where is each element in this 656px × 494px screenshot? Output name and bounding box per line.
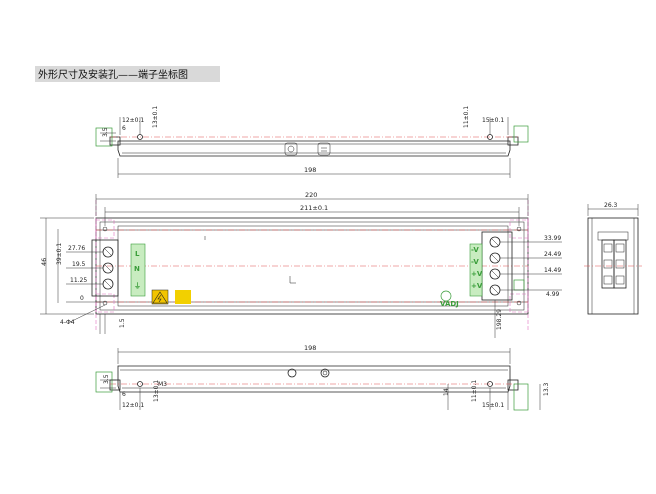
top-dim-hole-small: 6 [122, 125, 126, 132]
front-view: L N ⏚ -V -V +V +V VADJ [40, 191, 562, 338]
top-dim-hole-pitch-right: 15±0.1 [482, 117, 504, 124]
bottom-dim-flange: 3.5 [103, 374, 110, 384]
warning-triangle-icon [152, 291, 168, 304]
bottom-dim-hole-offset-right: 11±0.1 [471, 380, 478, 402]
front-dim-overall-length: 220 [305, 191, 317, 199]
side-view: 26.3 [584, 202, 642, 315]
front-dim-inner-length: 211±0.1 [300, 204, 328, 212]
drawing-title: 外形尺寸及安装孔——端子坐标图 [38, 68, 188, 81]
left-terminal-y-2: 19.5 [72, 261, 86, 268]
left-terminal-label-l: L [135, 250, 140, 258]
vadj-label: VADJ [440, 300, 459, 308]
left-terminal-label-ground: ⏚ [134, 282, 141, 290]
right-terminal-y-2: 24.49 [544, 251, 561, 258]
vadj-potentiometer-icon [440, 290, 452, 302]
front-dim-edge: 1.5 [119, 318, 126, 328]
connector-icon [513, 279, 525, 291]
right-terminal-y-1: 33.99 [544, 235, 561, 242]
front-dim-holes: 4-Φ4 [60, 319, 75, 326]
left-terminal-y-4: 0 [80, 295, 84, 302]
bottom-dim-height-13-3: 13.3 [543, 382, 550, 396]
bottom-dim-hole-pitch-left: 13±0.1 [153, 380, 160, 402]
top-dim-hole-pitch-left: 13±0.1 [152, 106, 159, 128]
warning-label [151, 289, 169, 305]
bottom-dim-screw: M3 [158, 381, 167, 388]
title-background [35, 66, 220, 82]
bottom-dim-overall: 198 [304, 344, 316, 352]
right-terminal-y-3: 14.49 [544, 267, 561, 274]
top-view: 198 3.5 6 12±0.1 13±0.1 15±0.1 11±0.1 [95, 106, 529, 178]
right-terminal-label-4: +V [471, 282, 483, 290]
bottom-dim-height-14: 14 [443, 388, 450, 396]
bottom-dim-hole-offset-left: 12±0.1 [122, 402, 144, 409]
top-dim-hole-offset-left: 12±0.1 [122, 117, 144, 124]
left-terminal-y-1: 27.76 [68, 245, 85, 252]
right-terminal-label-3: +V [471, 270, 483, 278]
right-terminal-label-2: -V [471, 258, 479, 266]
top-dim-flange: 3.5 [102, 127, 109, 137]
front-dim-height: 46 [40, 258, 48, 266]
top-dim-hole-offset-right: 11±0.1 [463, 106, 470, 128]
side-dim-depth: 26.3 [604, 202, 618, 209]
left-terminal-label-n: N [134, 265, 140, 273]
front-dim-hole-pitch: 39±0.1 [56, 243, 63, 265]
left-terminal-y-3: 11.25 [70, 277, 87, 284]
right-terminal-label-1: -V [471, 246, 479, 254]
right-terminal-y-4: 4.99 [546, 291, 560, 298]
top-dim-overall: 198 [304, 166, 316, 174]
bottom-view: M3 198 3.5 6 12±0.1 13±0.1 15±0.1 11±0.1… [95, 344, 550, 411]
front-dim-output-offset: 198.29 [496, 309, 503, 330]
yellow-label [175, 290, 191, 304]
bottom-dim-hole-small: 6 [122, 391, 126, 398]
bottom-dim-hole-pitch-right: 15±0.1 [482, 402, 504, 409]
